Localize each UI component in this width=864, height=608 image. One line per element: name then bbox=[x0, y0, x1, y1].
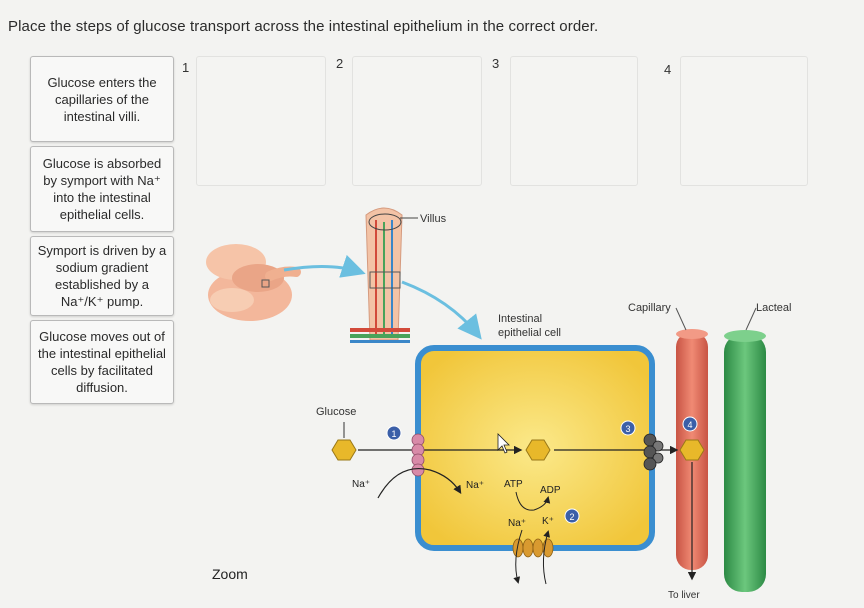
drop-slot-4[interactable] bbox=[680, 56, 808, 186]
step-card-sodium-gradient[interactable]: Symport is driven by a sodium gradient e… bbox=[30, 236, 174, 316]
symporter-protein bbox=[411, 433, 425, 477]
lacteal-label: Lacteal bbox=[756, 302, 791, 314]
villus-illustration bbox=[350, 207, 418, 343]
slot-number-4: 4 bbox=[664, 62, 672, 77]
step-badge-2-text: 2 bbox=[569, 512, 574, 522]
step-card-text: Glucose enters the capillaries of the in… bbox=[47, 74, 157, 124]
slot-number-3: 3 bbox=[492, 56, 500, 71]
adp-label: ADP bbox=[540, 485, 561, 496]
step-badge-4-text: 4 bbox=[687, 420, 692, 430]
zoom-button[interactable]: Zoom bbox=[212, 566, 248, 582]
sodium-potassium-pump bbox=[512, 538, 554, 558]
capillary-label: Capillary bbox=[628, 302, 671, 314]
instruction-text: Place the steps of glucose transport acr… bbox=[8, 18, 599, 35]
glucose-molecule-inside bbox=[525, 439, 551, 461]
step-badge-3-text: 3 bbox=[625, 424, 630, 434]
lacteal-vessel bbox=[724, 334, 766, 592]
intestinal-cell-label-1: Intestinal bbox=[498, 313, 542, 325]
step-badge-3: 3 bbox=[620, 420, 636, 436]
step-card-text: Glucose moves out of the intestinal epit… bbox=[38, 329, 166, 395]
slot-number-1: 1 bbox=[182, 60, 190, 75]
step-badge-4: 4 bbox=[682, 416, 698, 432]
intestinal-cell-label-2: epithelial cell bbox=[498, 327, 561, 339]
villus-label: Villus bbox=[420, 213, 447, 225]
step-card-text: Glucose is absorbed by symport with Na⁺ … bbox=[42, 156, 162, 222]
step-card-facilitated-diffusion[interactable]: Glucose moves out of the intestinal epit… bbox=[30, 320, 174, 404]
glucose-label: Glucose bbox=[316, 406, 356, 418]
step-card-text: Symport is driven by a sodium gradient e… bbox=[37, 243, 167, 309]
glucose-molecule-capillary bbox=[679, 439, 705, 461]
glucose-molecule-outside bbox=[331, 439, 357, 461]
pump-sodium-label: Na⁺ bbox=[508, 518, 526, 529]
step-badge-2: 2 bbox=[564, 508, 580, 524]
drop-slot-2[interactable] bbox=[352, 56, 482, 186]
drop-slot-3[interactable] bbox=[510, 56, 638, 186]
step-card-capillaries[interactable]: Glucose enters the capillaries of the in… bbox=[30, 56, 174, 142]
to-liver-label: To liver bbox=[668, 590, 700, 601]
pump-potassium-label: K⁺ bbox=[542, 516, 554, 527]
step-badge-1-text: 1 bbox=[391, 429, 396, 439]
sodium-outside-label: Na⁺ bbox=[352, 479, 370, 490]
atp-label: ATP bbox=[504, 479, 523, 490]
drop-slot-1[interactable] bbox=[196, 56, 326, 186]
mouse-cursor-icon bbox=[497, 433, 510, 454]
step-card-symport[interactable]: Glucose is absorbed by symport with Na⁺ … bbox=[30, 146, 174, 232]
slot-number-2: 2 bbox=[336, 56, 344, 71]
intestine-illustration bbox=[206, 244, 301, 321]
epithelial-cell bbox=[415, 345, 655, 551]
glucose-transporter-protein bbox=[643, 433, 664, 471]
step-badge-1: 1 bbox=[386, 425, 402, 441]
sodium-inside-label: Na⁺ bbox=[466, 480, 484, 491]
capillary-vessel bbox=[676, 332, 708, 570]
